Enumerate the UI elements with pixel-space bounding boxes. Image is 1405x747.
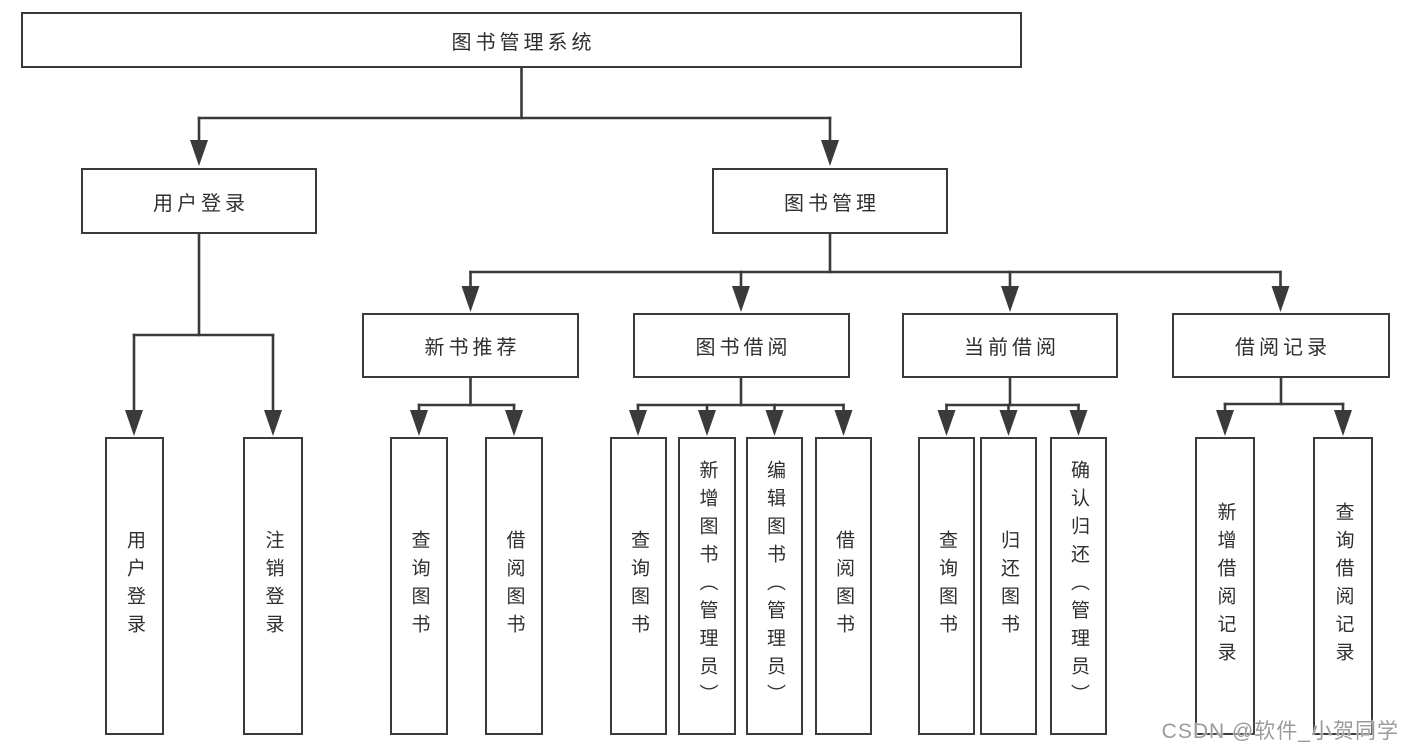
connector-book-borrow-branch: [629, 376, 853, 436]
csdn-watermark: CSDN @软件_小贺同学: [1161, 720, 1399, 743]
node-current-borrow: 当前借阅: [902, 313, 1118, 378]
node-leaf-add-borrow-record: 新增借阅记录: [1195, 437, 1255, 735]
node-leaf-logout: 注销登录: [243, 437, 303, 735]
connector-root-to-level2: [190, 66, 839, 166]
node-leaf-borrow-books-2: 借阅图书: [815, 437, 872, 735]
node-book-borrow: 图书借阅: [633, 313, 850, 378]
node-leaf-add-book-admin: 新增图书（管理员）: [678, 437, 736, 735]
connector-borrow-records-branch: [1216, 376, 1352, 436]
node-leaf-query-books-1: 查询图书: [390, 437, 448, 735]
connector-new-book-recommend-branch: [410, 376, 523, 436]
node-borrow-records: 借阅记录: [1172, 313, 1390, 378]
node-leaf-return-book: 归还图书: [980, 437, 1037, 735]
node-leaf-edit-book-admin: 编辑图书（管理员）: [746, 437, 803, 735]
node-leaf-query-books-2: 查询图书: [610, 437, 667, 735]
node-leaf-user-login: 用户登录: [105, 437, 164, 735]
connector-user-login-branch: [125, 232, 282, 436]
node-user-login: 用户登录: [81, 168, 317, 234]
node-leaf-query-borrow-record: 查询借阅记录: [1313, 437, 1373, 735]
node-book-management: 图书管理: [712, 168, 948, 234]
node-new-book-recommend: 新书推荐: [362, 313, 579, 378]
node-library-management-system: 图书管理系统: [21, 12, 1022, 68]
connector-current-borrow-branch: [937, 376, 1088, 436]
node-leaf-query-books-3: 查询图书: [918, 437, 975, 735]
node-leaf-confirm-return-admin: 确认归还（管理员）: [1050, 437, 1107, 735]
connector-book-management-branch: [461, 232, 1290, 312]
node-leaf-borrow-books-1: 借阅图书: [485, 437, 543, 735]
